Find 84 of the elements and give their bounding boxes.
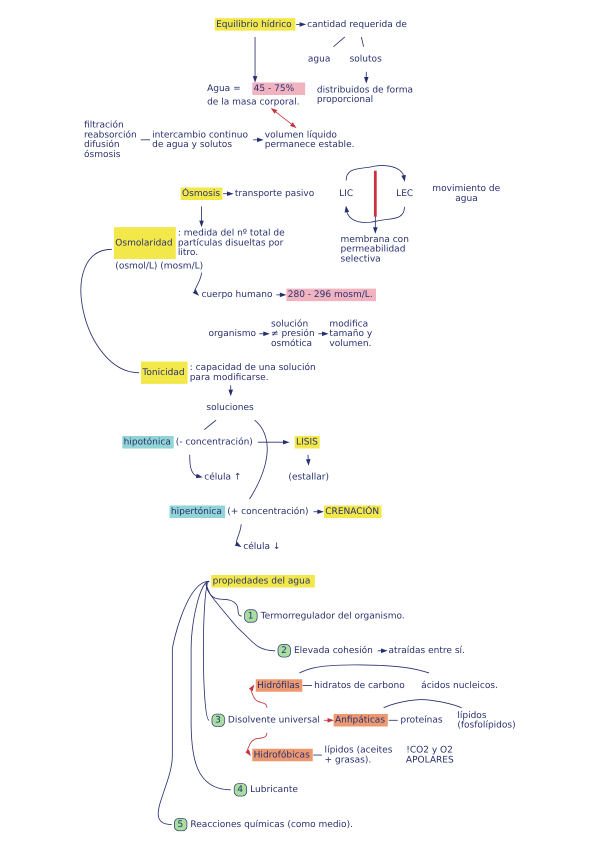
node-label: Disolvente universal [227,715,320,726]
connector [202,580,210,720]
arrow [188,454,202,478]
node-box: Osmolaridad [113,226,176,259]
connector [388,719,398,720]
node-box: LISIS [294,435,320,448]
node-label: Termorregulador del organismo. [260,610,404,621]
node-box: hipertónica [169,505,225,518]
arrow [344,205,404,222]
arrow [270,107,296,128]
node-text: ácidos nucleicos. [420,680,498,690]
node-label: (- concentración) [175,437,252,448]
connector [360,36,364,47]
connector [332,36,345,47]
node-text: volumen líquido permanece estable. [264,130,354,150]
node-text: lípidos (aceites + grasas). [324,745,392,765]
node-box: hipotónica [122,435,174,448]
node-box: 280 - 296 mosm/L. [286,288,376,301]
node-text: distribuidos de forma proporcional [316,84,413,105]
node-text: célula ↓ [242,541,280,552]
connector [302,684,312,686]
connector [157,580,210,824]
node-text: membrana con permeabilidad selectiva [340,234,408,264]
connector [203,419,216,430]
connector [248,419,268,500]
node-text: (estallar) [288,472,329,482]
node-text: transporte pasivo [234,188,314,199]
node-text: lípidos (fosfolípidos) [456,710,516,730]
connector [298,664,429,673]
node-text: agua [307,54,330,64]
arrow [252,36,257,82]
node-text: célula ↑ [204,472,241,482]
arrow [295,22,306,26]
node-box: propiedades del agua [210,574,314,588]
arrow [244,732,267,756]
node-text: LEC [396,188,413,199]
node-text: modifica tamaño y volumen. [328,318,372,348]
node-text: solutos [349,54,382,64]
arrow [345,164,406,182]
label: movimiento de agua [432,184,500,204]
node-label: (+ concentración) [226,506,308,517]
node-box: Hidrófilas [255,678,302,692]
arrow [372,216,378,234]
node-text: filtración reabsorción difusión ósmosis [84,120,136,160]
node-box: 45 - 75% [252,82,305,94]
connector [190,580,231,790]
arrow [256,439,290,444]
node-label: de la masa corporal. [206,96,300,107]
arrow [198,206,204,227]
connector [312,754,322,755]
arrow [234,523,242,547]
node-label: Reacciones químicas (como medio). [190,819,352,830]
connector [140,138,150,140]
node-text: LIC [338,188,353,199]
label: !CO2 y O2 APOLARES [405,745,454,765]
node-box: Equilibrio hídrico [214,18,295,30]
node-text: solución ≠ presión osmótica [270,318,314,348]
node-box: Tonicidad [140,361,188,384]
node-label: (osmol/L) (mosm/L) [114,260,203,271]
node-text: atraídas entre sí. [388,646,464,656]
node-text: intercambio continuo de agua y solutos [152,130,248,150]
node-label: Agua = [206,84,240,94]
node-text: cantidad requerida de [306,19,406,30]
arrow [276,292,286,297]
node-label: Elevada cohesión [293,646,372,656]
node-box: Anfipáticas [333,714,388,726]
connector [206,580,276,651]
node-box: Ósmosis [180,186,222,200]
node-text: organismo [208,328,256,339]
node-label: Lubricante [250,784,298,795]
node-text: proteínas [400,715,442,726]
node-label: : medida del nº total de partículas disueltas por litro. [177,228,284,258]
node-box: CRENACIÓN [323,505,382,518]
connector [80,248,139,373]
node-text: cuerpo humano [201,290,272,300]
node-text: hidratos de carbono [314,680,404,690]
node-box: Hidrofóbicas [252,748,312,761]
arrow [305,454,310,466]
arrow [248,684,267,708]
arrow [192,272,202,296]
node-bar [373,170,376,216]
connector [382,698,462,708]
node-label: : capacidad de una solución para modificarse. [189,362,316,382]
node-text: soluciones [206,402,254,412]
